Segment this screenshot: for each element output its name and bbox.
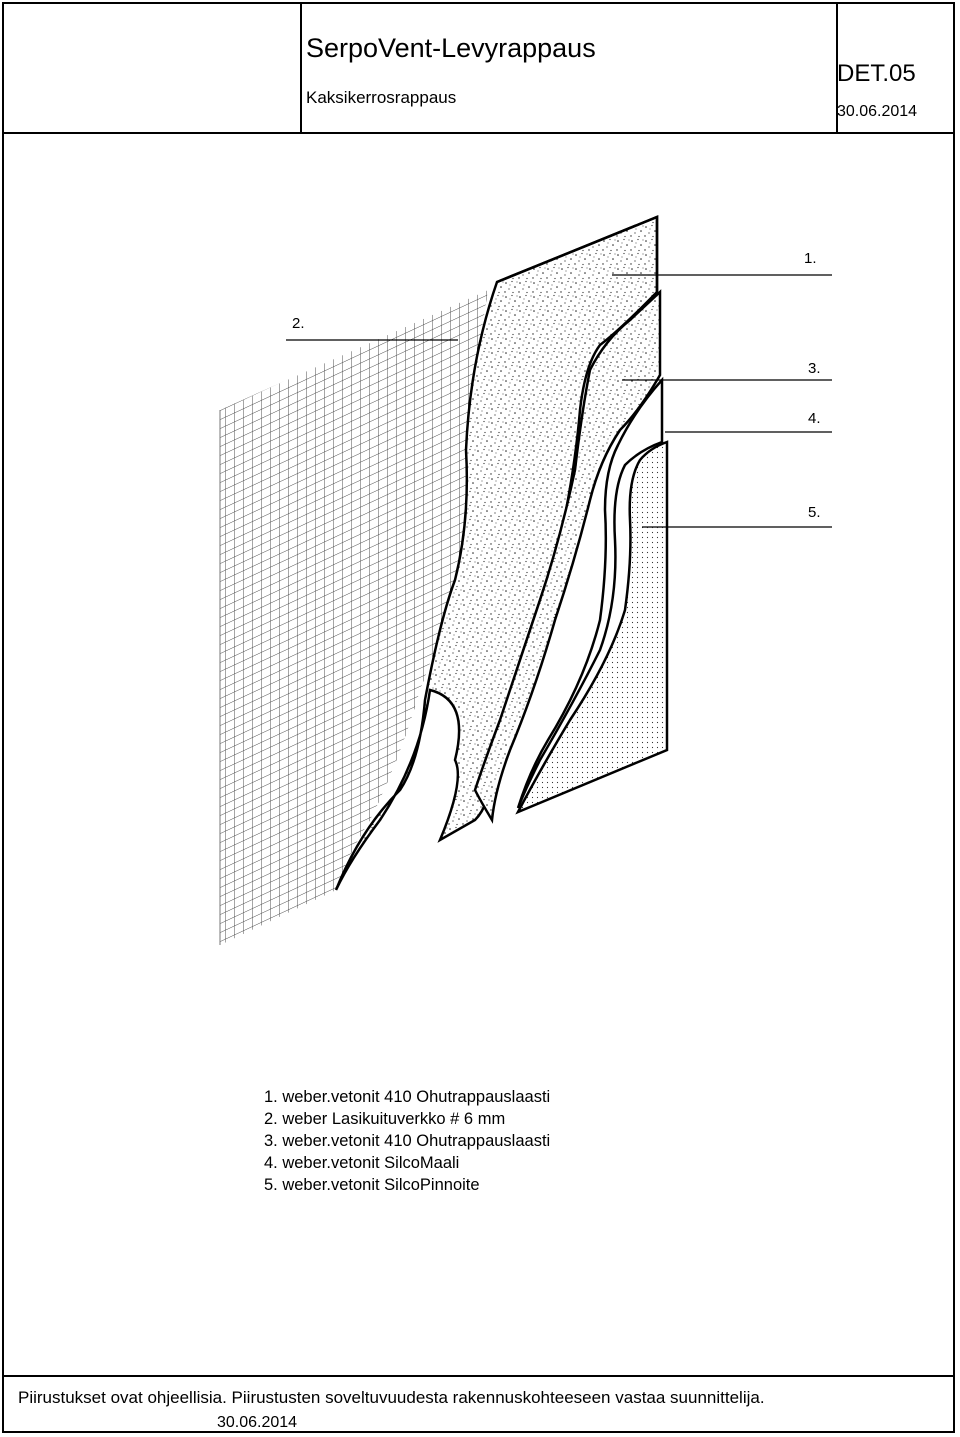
footer-divider [4, 1375, 953, 1377]
callout-5: 5. [808, 504, 821, 521]
footer-date: 30.06.2014 [217, 1414, 298, 1431]
legend-item: 2. weber Lasikuituverkko # 6 mm [264, 1110, 506, 1128]
finish-coat-layer [515, 440, 669, 815]
title-block-empty-cell [4, 4, 302, 132]
outer-edge [496, 215, 659, 292]
callout-3: 3. [808, 360, 821, 377]
legend-item: 3. weber.vetonit 410 Ohutrappauslaasti [264, 1132, 551, 1150]
drawing-code: DET.05 [837, 60, 916, 87]
callout-4: 4. [808, 410, 821, 427]
paint-layer [516, 376, 664, 809]
legend-item: 1. weber.vetonit 410 Ohutrappauslaasti [264, 1088, 551, 1106]
drawing-subtitle: Kaksikerrosrappaus [306, 88, 457, 107]
legend-item: 4. weber.vetonit SilcoMaali [264, 1154, 460, 1172]
title-block: SerpoVent-Levyrappaus Kaksikerrosrappaus [4, 4, 953, 134]
callout-2: 2. [292, 315, 305, 332]
drawing-title: SerpoVent-Levyrappaus [306, 33, 596, 63]
material-legend: 1. weber.vetonit 410 Ohutrappauslaasti 2… [264, 1086, 550, 1196]
disclaimer-text: Piirustukset ovat ohjeellisia. Piirustus… [18, 1388, 765, 1407]
title-block-title-cell: SerpoVent-Levyrappaus Kaksikerrosrappaus [300, 4, 838, 132]
base-coat-layer [473, 289, 662, 824]
drawing-date: 30.06.2014 [837, 103, 918, 120]
callout-1: 1. [804, 250, 817, 267]
legend-item: 5. weber.vetonit SilcoPinnoite [264, 1176, 480, 1194]
